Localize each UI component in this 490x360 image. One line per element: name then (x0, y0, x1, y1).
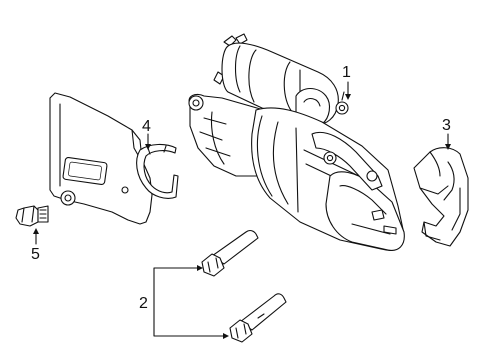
callout-2: 2 (139, 295, 148, 312)
leader-lines (33, 81, 451, 339)
callout-5: 5 (31, 246, 40, 263)
long-bolt-lower (229, 293, 287, 343)
end-cover (413, 147, 469, 247)
arrow-3-icon (445, 144, 451, 150)
bracket-slot (62, 157, 108, 185)
arrow-4-icon (145, 144, 151, 150)
callout-1: 1 (342, 64, 351, 81)
long-bolt-upper (201, 229, 259, 277)
shield-clip (136, 143, 179, 199)
starter-motor (188, 33, 405, 251)
heat-shield-bracket (49, 92, 153, 225)
callout-4: 4 (142, 118, 151, 135)
arrow-5-icon (33, 228, 39, 234)
arrow-2b-icon (223, 333, 229, 339)
arrow-1-icon (345, 94, 351, 100)
callout-3: 3 (442, 117, 451, 134)
flange-bolt (15, 205, 49, 227)
arrow-2a-icon (197, 265, 203, 271)
leader-2 (153, 267, 227, 337)
